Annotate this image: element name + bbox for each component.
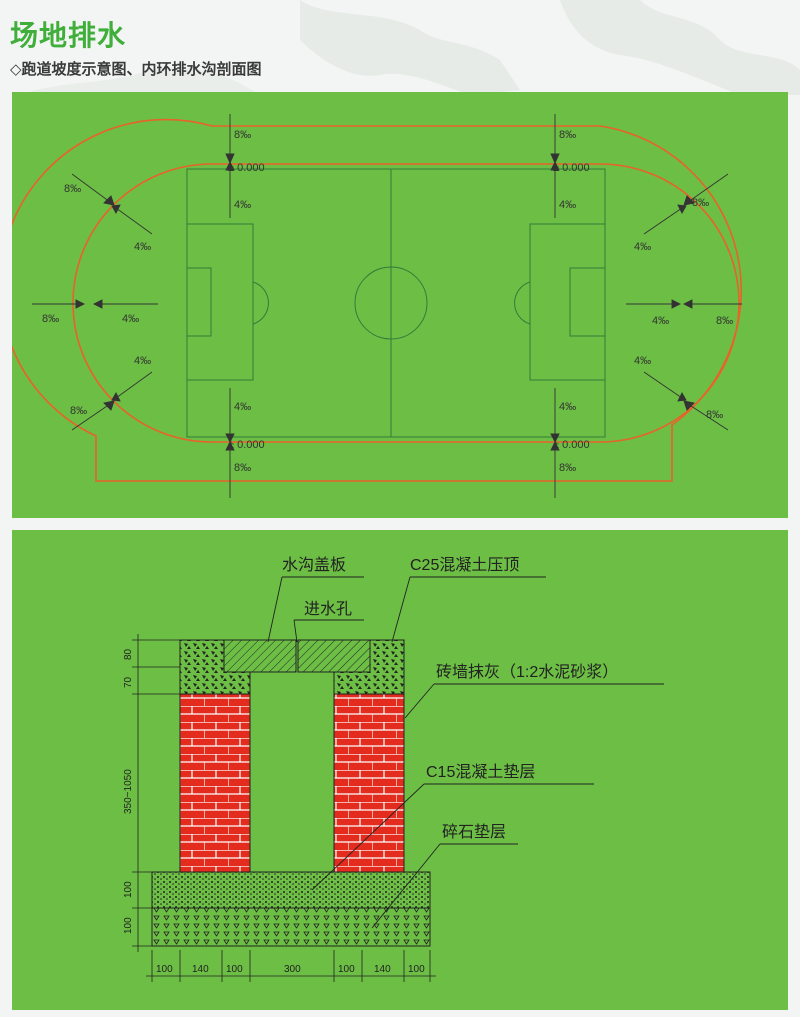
- slope-label: 4‰: [559, 199, 576, 211]
- slope-label: 4‰: [122, 313, 139, 325]
- dim-v-gravel: 100: [123, 917, 134, 934]
- outer-track-line: [12, 118, 742, 482]
- slope-label: 4‰: [559, 401, 576, 413]
- dim-v-80: 80: [123, 648, 134, 660]
- dim-v-cushion: 100: [123, 881, 134, 898]
- zero-level-label: ± 0.000: [228, 162, 265, 174]
- zero-level-label: ± 0.000: [228, 439, 265, 451]
- dim-v-70: 70: [123, 676, 134, 688]
- world-map-background: [20, 0, 800, 95]
- slope-label: 8‰: [706, 409, 723, 421]
- label-concrete-top: C25混凝土压顶: [410, 556, 519, 574]
- slope-label: 4‰: [634, 241, 651, 253]
- brick-wall-right: [333, 693, 405, 873]
- slope-label: 8‰: [234, 462, 251, 474]
- label-inlet: 进水孔: [304, 600, 352, 618]
- dim-h-3: 100: [226, 964, 243, 975]
- gravel-layer: [151, 907, 431, 947]
- slope-label: 4‰: [652, 315, 669, 327]
- slope-label: 8‰: [716, 315, 733, 327]
- slope-label: 4‰: [234, 401, 251, 413]
- inner-track-line: [72, 163, 740, 443]
- dim-h-4: 300: [284, 964, 301, 975]
- cover-plate-left: [223, 639, 297, 673]
- concrete-cushion: [151, 871, 431, 909]
- dim-v-wall: 350~1050: [123, 769, 134, 814]
- dim-h-1: 100: [156, 964, 173, 975]
- slope-label: 8‰: [559, 129, 576, 141]
- drain-section-diagram: 水沟盖板 C25混凝土压顶 进水孔 砖墙抹灰（1:2水泥砂浆） C15混凝土垫层…: [123, 556, 664, 982]
- label-brick-wall: 砖墙抹灰（1:2水泥砂浆）: [436, 663, 618, 681]
- label-gravel: 碎石垫层: [442, 823, 506, 841]
- page-title: 场地排水: [10, 20, 127, 51]
- label-cushion: C15混凝土垫层: [426, 763, 535, 781]
- dim-h-7: 100: [408, 964, 425, 975]
- slope-label: 8‰: [692, 197, 709, 209]
- page-subtitle: ◇跑道坡度示意图、内环排水沟剖面图: [10, 61, 262, 78]
- zero-level-label: ± 0.000: [553, 439, 590, 451]
- zero-level-label: ± 0.000: [553, 162, 590, 174]
- brick-wall-left: [179, 693, 251, 873]
- track-slope-diagram: 8‰ ± 0.000 4‰ 8‰ ± 0.000 4‰ 4‰ ± 0.000 8…: [12, 114, 742, 498]
- slope-label: 8‰: [42, 313, 59, 325]
- slope-label: 4‰: [134, 355, 151, 367]
- slope-label: 8‰: [64, 183, 81, 195]
- label-cover: 水沟盖板: [282, 556, 346, 574]
- dim-h-2: 140: [192, 964, 209, 975]
- football-field: [186, 168, 606, 438]
- dim-h-6: 140: [374, 964, 391, 975]
- slope-label: 4‰: [134, 241, 151, 253]
- slope-label: 8‰: [559, 462, 576, 474]
- drain-section-panel: 水沟盖板 C25混凝土压顶 进水孔 砖墙抹灰（1:2水泥砂浆） C15混凝土垫层…: [12, 530, 788, 1010]
- slope-label: 4‰: [234, 199, 251, 211]
- slope-labels: 8‰ ± 0.000 4‰ 8‰ ± 0.000 4‰ 4‰ ± 0.000 8…: [42, 129, 733, 474]
- track-slope-panel: 8‰ ± 0.000 4‰ 8‰ ± 0.000 4‰ 4‰ ± 0.000 8…: [12, 92, 788, 518]
- slope-label: 8‰: [234, 129, 251, 141]
- slope-label: 8‰: [70, 405, 87, 417]
- cover-plate-right: [297, 639, 371, 673]
- dim-h-5: 100: [338, 964, 355, 975]
- slope-label: 4‰: [634, 355, 651, 367]
